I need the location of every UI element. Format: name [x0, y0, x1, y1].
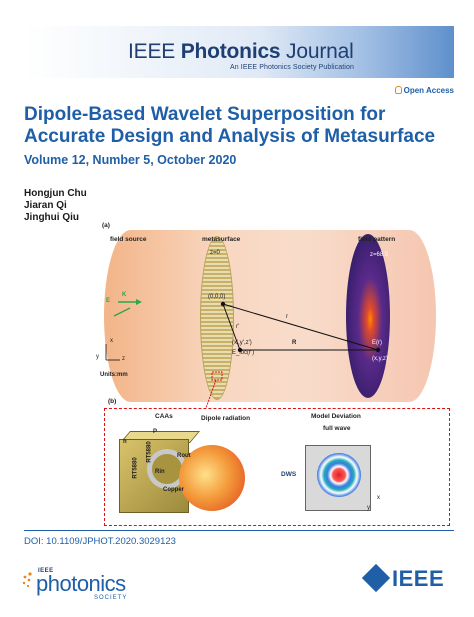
- metasurface-label: metasurface: [202, 236, 241, 243]
- photonics-society-wordmark: photonics: [36, 571, 126, 596]
- E-vector-label: E: [106, 298, 111, 304]
- journal-name: IEEE Photonics Journal: [128, 40, 354, 63]
- journal-subtitle: An IEEE Photonics Society Publication: [230, 64, 354, 71]
- dipole-radiation-label: Dipole radiation: [201, 415, 251, 422]
- cover-figure: (a) field source metasurface field patte…: [96, 222, 454, 530]
- axis-z-label: z: [122, 356, 125, 362]
- z0-label: z=0: [210, 250, 220, 256]
- full-wave-label: full wave: [323, 425, 351, 432]
- paper-title: Dipole-Based Wavelet Superposition for A…: [24, 104, 436, 147]
- local-field-label: E_loc(r'): [232, 350, 255, 356]
- volume-info: Volume 12, Number 5, October 2020: [24, 153, 237, 167]
- dws-label: DWS: [281, 471, 297, 478]
- journal-banner: IEEE Photonics Journal An IEEE Photonics…: [24, 26, 454, 78]
- origin-label: (0,0,0): [208, 294, 226, 300]
- panel-b-frame: CAAs Dipole radiation Model Deviation fu…: [104, 408, 450, 526]
- doi-link[interactable]: DOI: 10.1109/JPHOT.2020.3029123: [24, 536, 176, 547]
- substrate-label-1: RT5880: [132, 457, 139, 479]
- panel-a-label: (a): [102, 222, 110, 229]
- photonics-society-logo-icon: [22, 572, 32, 588]
- height-label: h: [123, 439, 127, 445]
- ieee-wordmark: IEEE: [392, 566, 445, 591]
- caas-label: CAAs: [155, 413, 173, 420]
- E-r-label: E(r): [372, 340, 382, 346]
- photonics-society-tagline: SOCIETY: [94, 595, 128, 601]
- copper-label: Copper: [163, 487, 184, 493]
- axis-y-label: y: [96, 354, 99, 360]
- field-pattern-plane: [346, 234, 390, 398]
- units-label: Units:mm: [100, 372, 128, 378]
- open-lock-icon: [394, 86, 402, 94]
- rin-label: Rin: [155, 469, 165, 475]
- deviation-pattern: [317, 453, 361, 497]
- r-label: r: [286, 314, 288, 320]
- open-access-badge: Open Access: [394, 86, 454, 95]
- panel-b-label: (b): [108, 398, 117, 405]
- author-name: Hongjun Chu: [24, 188, 87, 199]
- source-point-label: (x',y',z'): [232, 340, 252, 346]
- axis-x-label: x: [110, 338, 113, 344]
- author-name: Jiaran Qi: [24, 200, 67, 211]
- zoom-connector: [205, 379, 217, 409]
- model-deviation-label: Model Deviation: [311, 413, 361, 420]
- field-source-label: field source: [110, 236, 147, 243]
- period-label: P: [153, 429, 158, 435]
- photonics-society-ieee: IEEE: [38, 568, 54, 574]
- ray-diagram: [105, 299, 381, 381]
- rout-label: Rout: [177, 453, 191, 459]
- r-prime-label: r': [236, 324, 240, 330]
- deviation-axis-y: y: [367, 505, 370, 511]
- deviation-axis-x: x: [377, 495, 380, 501]
- field-pattern-label: field pattern: [358, 236, 396, 243]
- zd-label: z=68.5: [370, 252, 389, 258]
- observation-point-label: (x,y,z): [372, 356, 388, 362]
- R-label: R: [292, 340, 297, 346]
- K-vector-label: K: [122, 292, 127, 298]
- author-name: Jinghui Qiu: [24, 212, 79, 223]
- divider-line: [24, 530, 454, 531]
- ieee-logo-icon: [361, 563, 391, 593]
- substrate-label-2: RT5880: [146, 441, 153, 463]
- dipole-radiation-sphere: [179, 445, 245, 511]
